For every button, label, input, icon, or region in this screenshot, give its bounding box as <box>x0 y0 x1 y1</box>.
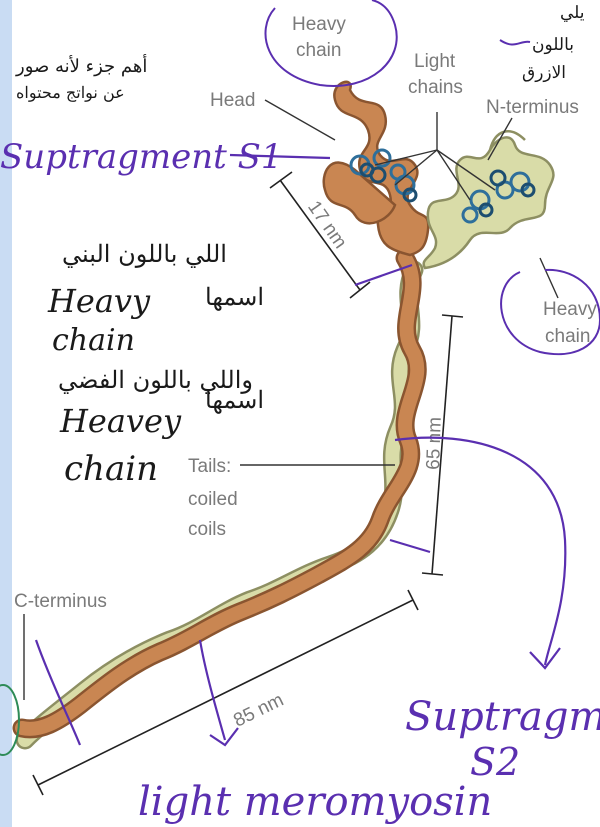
label-light-chains-1: Light <box>414 51 456 72</box>
label-heavy-chain-top-2: chain <box>296 40 341 61</box>
label-tails: Tails: <box>188 456 231 477</box>
ink-arabic-silver-name: اسمها <box>205 386 264 414</box>
ink-heavy-chain-2b: chain <box>64 449 158 489</box>
label-heavy-chain-right-2: chain <box>545 326 590 347</box>
ink-note-top-right-1: يلي <box>560 3 585 23</box>
ink-note-top-left-1: أهم جزء لأنه صور <box>15 54 147 77</box>
ink-note-top-right-3: الازرق <box>522 63 566 83</box>
ink-heavy-chain-2a: Heavey <box>59 402 182 440</box>
ink-heavy-chain-1b: chain <box>52 323 135 358</box>
label-coiled: coiled <box>188 489 238 510</box>
label-coils: coils <box>188 519 226 540</box>
label-n-terminus: N-terminus <box>486 97 579 118</box>
label-heavy-chain-top-1: Heavy <box>292 14 346 35</box>
label-85nm: 85 nm <box>230 690 287 732</box>
ink-note-top-left-2: عن نواتج محتواه <box>16 83 125 102</box>
label-c-terminus: C-terminus <box>14 591 107 612</box>
ink-suptragment-s2-2: S2 <box>470 740 520 784</box>
label-light-chains-2: chains <box>408 77 463 98</box>
ink-light-meromyosin: light meromyosin <box>138 779 492 825</box>
ink-arabic-brown: اللي باللون البني <box>62 240 227 268</box>
label-head: Head <box>210 90 255 111</box>
label-heavy-chain-right-1: Heavy <box>543 299 597 320</box>
ink-arabic-brown-name: اسمها <box>205 283 264 311</box>
ink-suptragment-s2-1: Suptragme <box>405 694 600 740</box>
ink-suptragment-s1: Suptragment S1 <box>0 137 283 177</box>
label-65nm: 65 nm <box>423 417 446 471</box>
ink-note-top-right-2: باللون <box>532 35 574 55</box>
ink-heavy-chain-1a: Heavy <box>47 282 151 320</box>
